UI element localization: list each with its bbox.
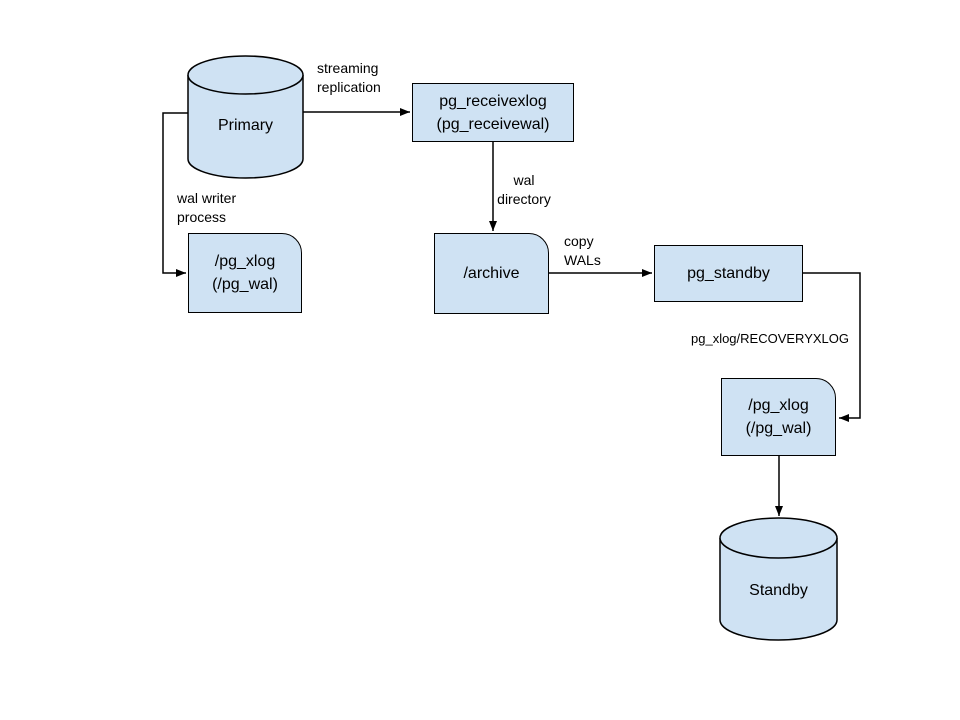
copy-wals-label: copy WALs [564, 233, 601, 268]
node-pg-receivexlog-label: pg_receivexlog (pg_receivewal) [436, 92, 550, 133]
recovery-xlog-label: pg_xlog/RECOVERYXLOG [691, 331, 849, 346]
standby-cylinder-shape [719, 517, 838, 641]
streaming-replication-label: streaming replication [317, 60, 381, 95]
primary-cylinder-shape [187, 55, 304, 179]
node-pg-receivexlog: pg_receivexlog (pg_receivewal) [412, 83, 574, 142]
node-standby-label: Standby [749, 582, 808, 599]
node-archive-label: /archive [463, 265, 520, 282]
node-archive: /archive [434, 233, 549, 314]
node-pg-standby: pg_standby [654, 245, 803, 302]
edge-recovery-xlog [803, 272, 861, 422]
wal-directory-label: wal directory [497, 172, 551, 207]
wal-writer-process-label: wal writer process [177, 190, 237, 225]
node-primary-label: Primary [217, 117, 274, 134]
edge-wal-writer-process [162, 112, 188, 277]
node-pg-xlog-right: /pg_xlog (/pg_wal) [721, 378, 836, 456]
node-pg-xlog-left-label: /pg_xlog (/pg_wal) [212, 253, 278, 293]
node-pg-xlog-right-label: /pg_xlog (/pg_wal) [745, 397, 812, 437]
node-pg-standby-label: pg_standby [687, 265, 770, 282]
node-pg-xlog-left: /pg_xlog (/pg_wal) [188, 233, 302, 313]
